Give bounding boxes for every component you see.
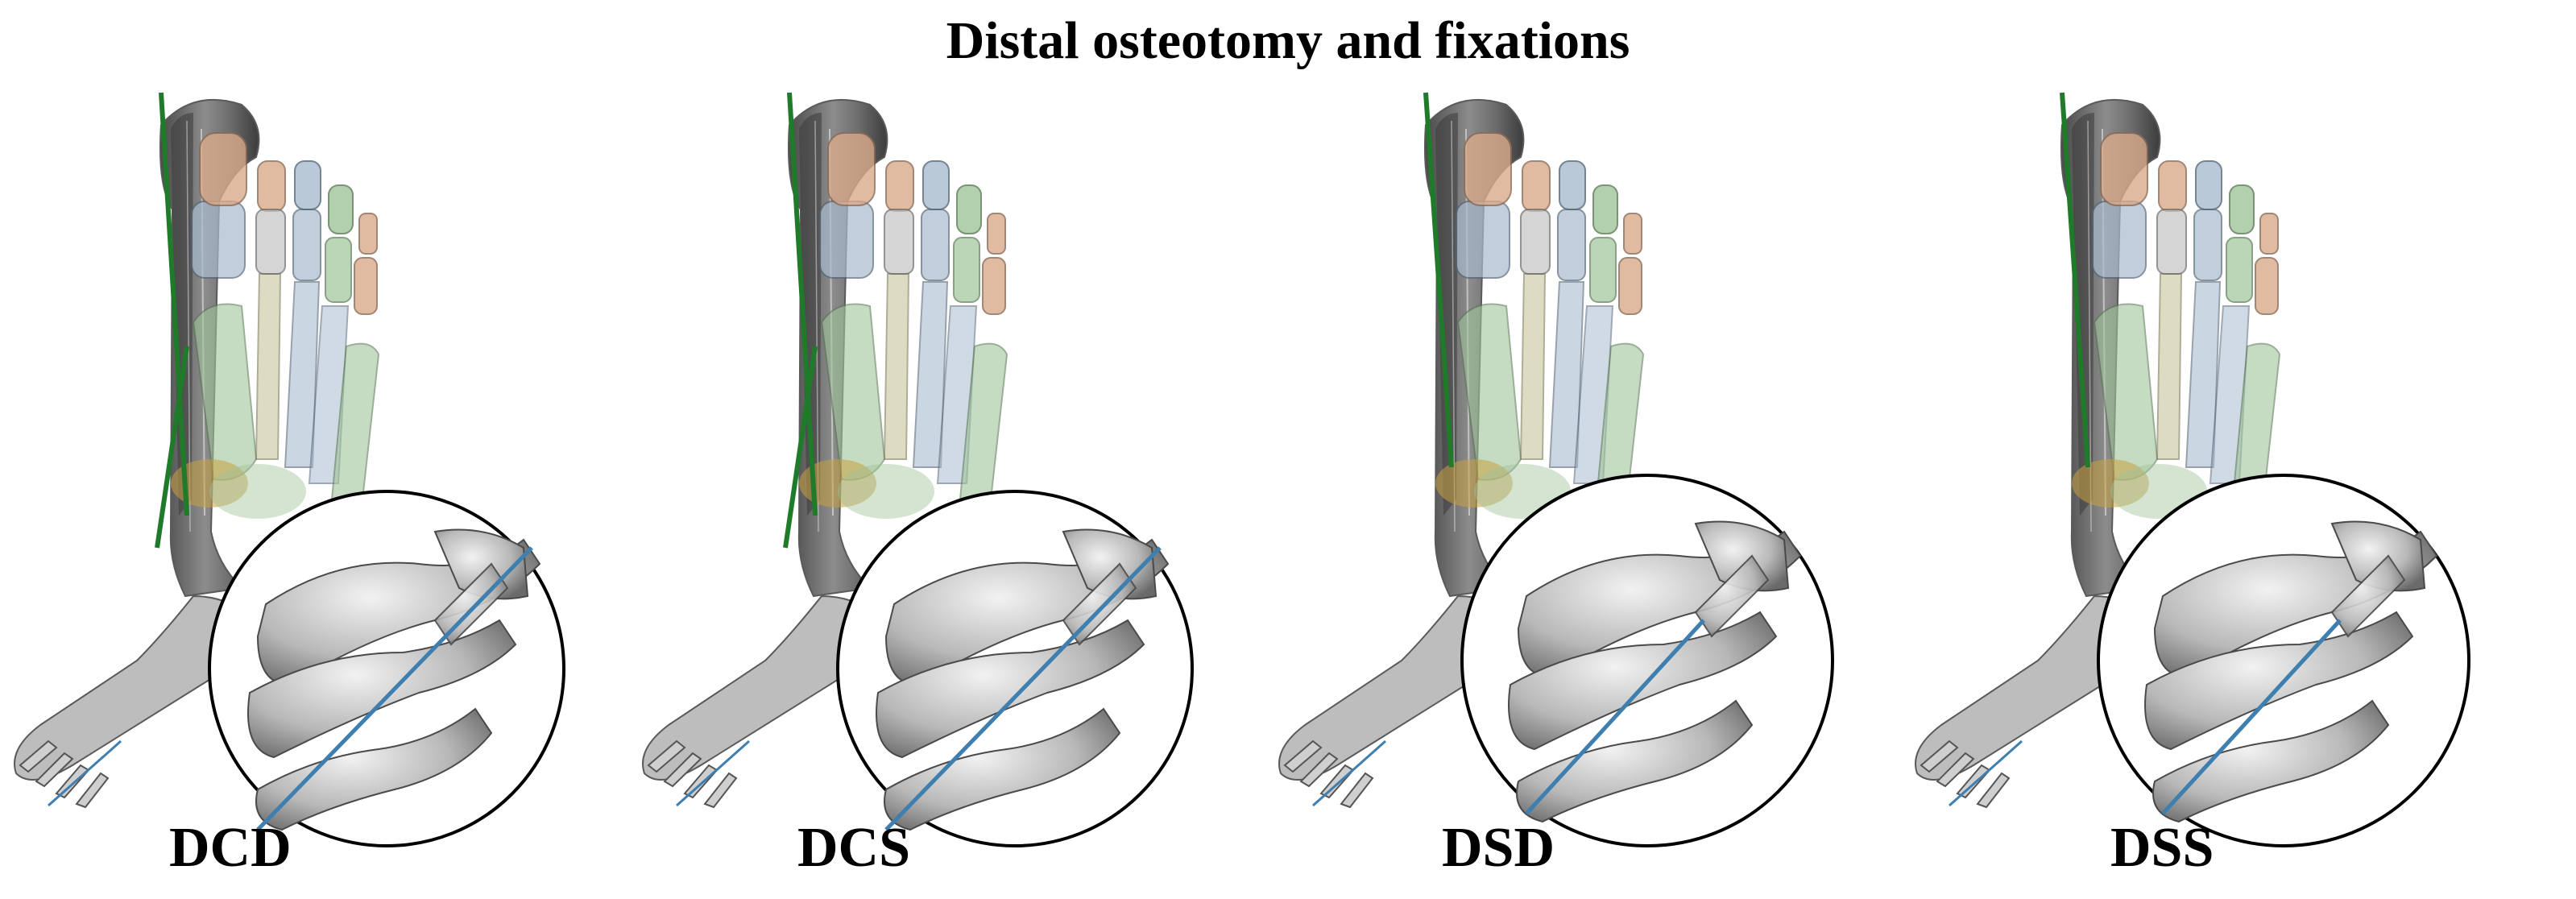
- magnified-inset: [208, 490, 565, 847]
- forefoot-rays: [2072, 132, 2281, 519]
- osteotomy-panel-dcs: DCS: [628, 81, 1273, 899]
- panel-illustration: [642, 92, 1194, 847]
- figure-title: Distal osteotomy and fixations: [946, 11, 1630, 70]
- panel-label-dcd: DCD: [169, 817, 292, 879]
- side-foot-skeleton: [14, 594, 267, 809]
- panel-label-dss: DSS: [2110, 817, 2214, 879]
- magnified-inset: [1460, 474, 1834, 847]
- panel-label-dsd: DSD: [1442, 817, 1555, 879]
- forefoot-rays: [171, 132, 380, 519]
- osteotomy-cut-lines: [783, 92, 818, 549]
- magnified-inset: [2097, 474, 2470, 847]
- panel-illustration: [1915, 92, 2470, 847]
- forefoot-rays: [1435, 132, 1645, 519]
- osteotomy-panel-dsd: DSD: [1265, 81, 1909, 899]
- side-foot-skeleton: [642, 594, 896, 809]
- osteotomy-panel-dss: DSS: [1901, 81, 2545, 899]
- osteotomy-cut-lines: [2060, 92, 2090, 468]
- osteotomy-panel-dcd: DCD: [0, 81, 644, 899]
- osteotomy-cut-lines: [1423, 92, 1454, 468]
- forefoot-rays: [799, 132, 1008, 519]
- magnified-inset: [836, 490, 1194, 847]
- panel-illustration: [1278, 92, 1834, 847]
- osteotomy-cut-lines: [155, 92, 189, 549]
- panel-illustration: [14, 92, 565, 847]
- panel-label-dcs: DCS: [797, 817, 911, 879]
